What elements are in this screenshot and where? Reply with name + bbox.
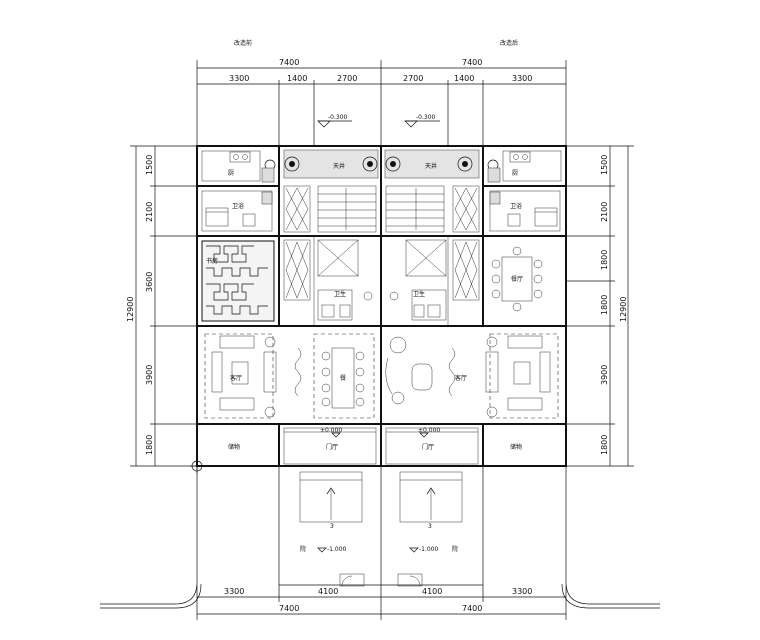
elevation-top-right: -0.300 xyxy=(416,114,436,121)
top-dimension-lines xyxy=(196,60,567,146)
label-left-storage: 储物 xyxy=(228,443,240,451)
label-right-bath: 卫浴 xyxy=(510,202,522,210)
label-right-hall: 门厅 xyxy=(422,443,434,451)
right-stair-core xyxy=(385,185,480,321)
stair-number-right: 3 xyxy=(428,523,432,530)
label-left-study: 书房 xyxy=(206,257,218,265)
top-dim-overall-left: 7400 xyxy=(279,58,299,67)
right-living-room xyxy=(385,333,559,419)
left-kitchen xyxy=(201,150,275,183)
left-bath xyxy=(201,190,273,232)
label-right-yard: 院 xyxy=(452,545,458,553)
label-left-dining: 餐 xyxy=(340,374,346,382)
bottom-dim-part: 3300 xyxy=(512,587,532,596)
label-left-bath: 卫浴 xyxy=(232,202,244,210)
label-left-wc: 卫生 xyxy=(334,290,346,298)
right-dim-part: 1800 xyxy=(600,250,609,270)
label-right-storage: 储物 xyxy=(510,443,522,451)
label-right-kitchen: 厨 xyxy=(512,170,518,177)
right-dim-part: 1800 xyxy=(600,295,609,315)
label-court-right: 天井 xyxy=(425,162,437,170)
label-left-kitchen: 厨 xyxy=(228,170,234,177)
site-outline xyxy=(100,459,660,609)
label-right-living: 客厅 xyxy=(455,374,467,382)
elevation-marker-top xyxy=(317,120,440,128)
label-right-dining: 餐厅 xyxy=(511,275,523,283)
left-dimension-lines xyxy=(130,145,197,467)
north-court-hatch xyxy=(264,149,499,179)
left-living-room xyxy=(204,333,277,419)
left-dim-part: 1500 xyxy=(145,155,154,175)
top-dim-part: 1400 xyxy=(454,74,474,83)
elevation-mid-left: ±0.000 xyxy=(320,427,342,434)
left-dim-part: 1800 xyxy=(145,435,154,455)
front-porches xyxy=(283,427,479,465)
bottom-dim-part: 4100 xyxy=(422,587,442,596)
bottom-dim-overall-left: 7400 xyxy=(279,604,299,613)
walls xyxy=(196,145,567,467)
left-dim-overall: 12900 xyxy=(126,297,135,322)
bottom-dim-part: 3300 xyxy=(224,587,244,596)
elevation-bottom-left: -1.000 xyxy=(327,546,347,553)
left-study xyxy=(201,240,275,322)
left-dim-part: 3900 xyxy=(145,365,154,385)
elevation-top-left: -0.300 xyxy=(328,114,348,121)
right-dim-part: 3900 xyxy=(600,365,609,385)
label-right-wc: 卫生 xyxy=(413,290,425,298)
top-dim-part: 1400 xyxy=(287,74,307,83)
top-dim-part: 3300 xyxy=(229,74,249,83)
left-stair-core xyxy=(283,185,377,321)
right-dim-part: 2100 xyxy=(600,202,609,222)
label-left-yard: 院 xyxy=(300,545,306,553)
label-court-left: 天井 xyxy=(333,162,345,170)
bottom-dim-part: 4100 xyxy=(318,587,338,596)
right-dim-overall: 12900 xyxy=(619,297,628,322)
left-dim-part: 2100 xyxy=(145,202,154,222)
front-yards xyxy=(278,466,484,587)
elevation-mid-right: ±0.000 xyxy=(418,427,440,434)
top-dim-part: 2700 xyxy=(403,74,423,83)
stair-number-left: 3 xyxy=(330,523,334,530)
heading-after: 改造后 xyxy=(500,39,518,47)
left-dim-part: 3600 xyxy=(145,272,154,292)
right-dim-part: 1800 xyxy=(600,435,609,455)
top-dim-part: 3300 xyxy=(512,74,532,83)
left-dining xyxy=(294,333,375,419)
right-dim-part: 1500 xyxy=(600,155,609,175)
bottom-dimension-lines xyxy=(196,585,567,620)
label-left-living: 客厅 xyxy=(230,374,242,382)
right-dining-room xyxy=(491,246,543,312)
heading-before: 改造前 xyxy=(234,39,252,47)
right-kitchen xyxy=(487,150,562,183)
right-bath xyxy=(489,190,561,232)
right-dimension-lines xyxy=(566,145,634,467)
elevation-bottom-right: -1.000 xyxy=(419,546,439,553)
bottom-dim-overall-right: 7400 xyxy=(462,604,482,613)
top-dim-part: 2700 xyxy=(337,74,357,83)
top-dim-overall-right: 7400 xyxy=(462,58,482,67)
label-left-hall: 门厅 xyxy=(326,443,338,451)
